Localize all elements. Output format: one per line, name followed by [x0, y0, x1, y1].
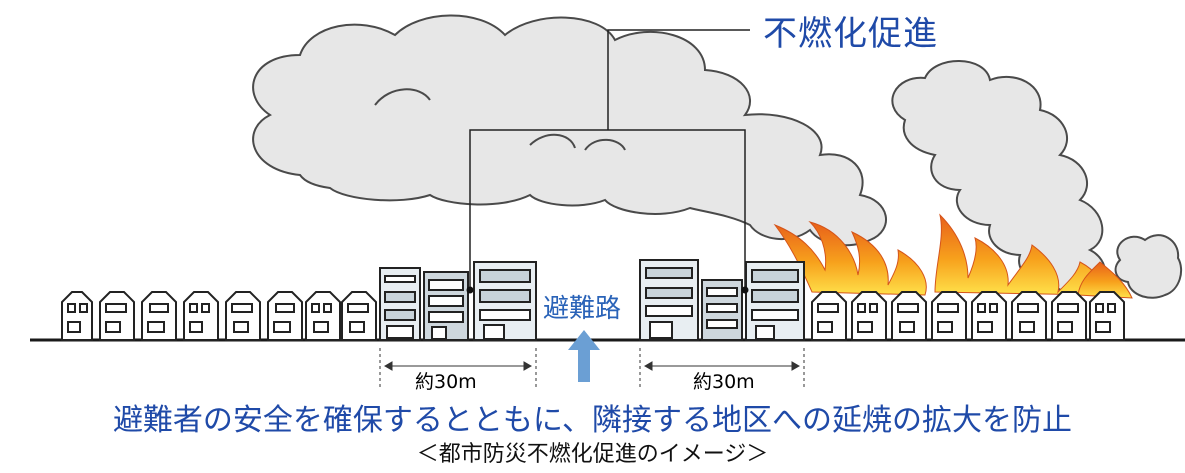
- building-icon: [379, 267, 421, 341]
- callout-dot-right: [741, 286, 749, 294]
- up-arrow-icon: [568, 330, 600, 382]
- house-icon: [931, 291, 967, 341]
- house-icon: [1011, 291, 1047, 341]
- distance-label-right: 約30m: [693, 371, 755, 393]
- sub-caption: ＜都市防災不燃化促進のイメージ＞: [416, 442, 769, 467]
- distance-label-left: 約30m: [415, 371, 477, 393]
- building-icon: [701, 279, 743, 341]
- fireproofing-promotion-label: 不燃化促進: [763, 14, 938, 54]
- flame-icon: [773, 221, 927, 296]
- smoke-cloud-icon: [891, 60, 1106, 296]
- distance-marker-left: [379, 348, 537, 388]
- callout-dot-left: [466, 286, 474, 294]
- house-icon: [341, 291, 377, 341]
- main-caption: 避難者の安全を確保するとともに、隣接する地区への延焼の拡大を防止: [112, 403, 1073, 438]
- distance-marker-right: [639, 348, 805, 388]
- smoke-cloud-detail: [374, 88, 626, 151]
- house-icon: [305, 291, 341, 341]
- house-icon: [225, 291, 261, 341]
- flame-icon: [1077, 261, 1133, 299]
- fireproof-building-cluster-left: [379, 261, 537, 341]
- house-icon: [1089, 291, 1125, 341]
- building-icon: [473, 261, 537, 341]
- house-row-left: [61, 291, 377, 341]
- flame-icon: [934, 213, 1102, 296]
- building-icon: [423, 271, 469, 341]
- house-icon: [1051, 291, 1087, 341]
- house-icon: [99, 291, 135, 341]
- house-icon: [141, 291, 177, 341]
- fireproof-building-cluster-right: [639, 259, 805, 341]
- house-row-right: [811, 291, 1125, 341]
- house-icon: [851, 291, 887, 341]
- house-icon: [971, 291, 1007, 341]
- building-icon: [745, 261, 805, 341]
- house-icon: [811, 291, 847, 341]
- house-icon: [267, 291, 303, 341]
- evacuation-route-label: 避難路: [543, 294, 622, 324]
- building-icon: [639, 259, 699, 341]
- house-icon: [183, 291, 219, 341]
- smoke-cloud-icon: [1114, 234, 1183, 299]
- callout-lines: [469, 29, 750, 290]
- house-icon: [891, 291, 927, 341]
- house-icon: [61, 291, 93, 341]
